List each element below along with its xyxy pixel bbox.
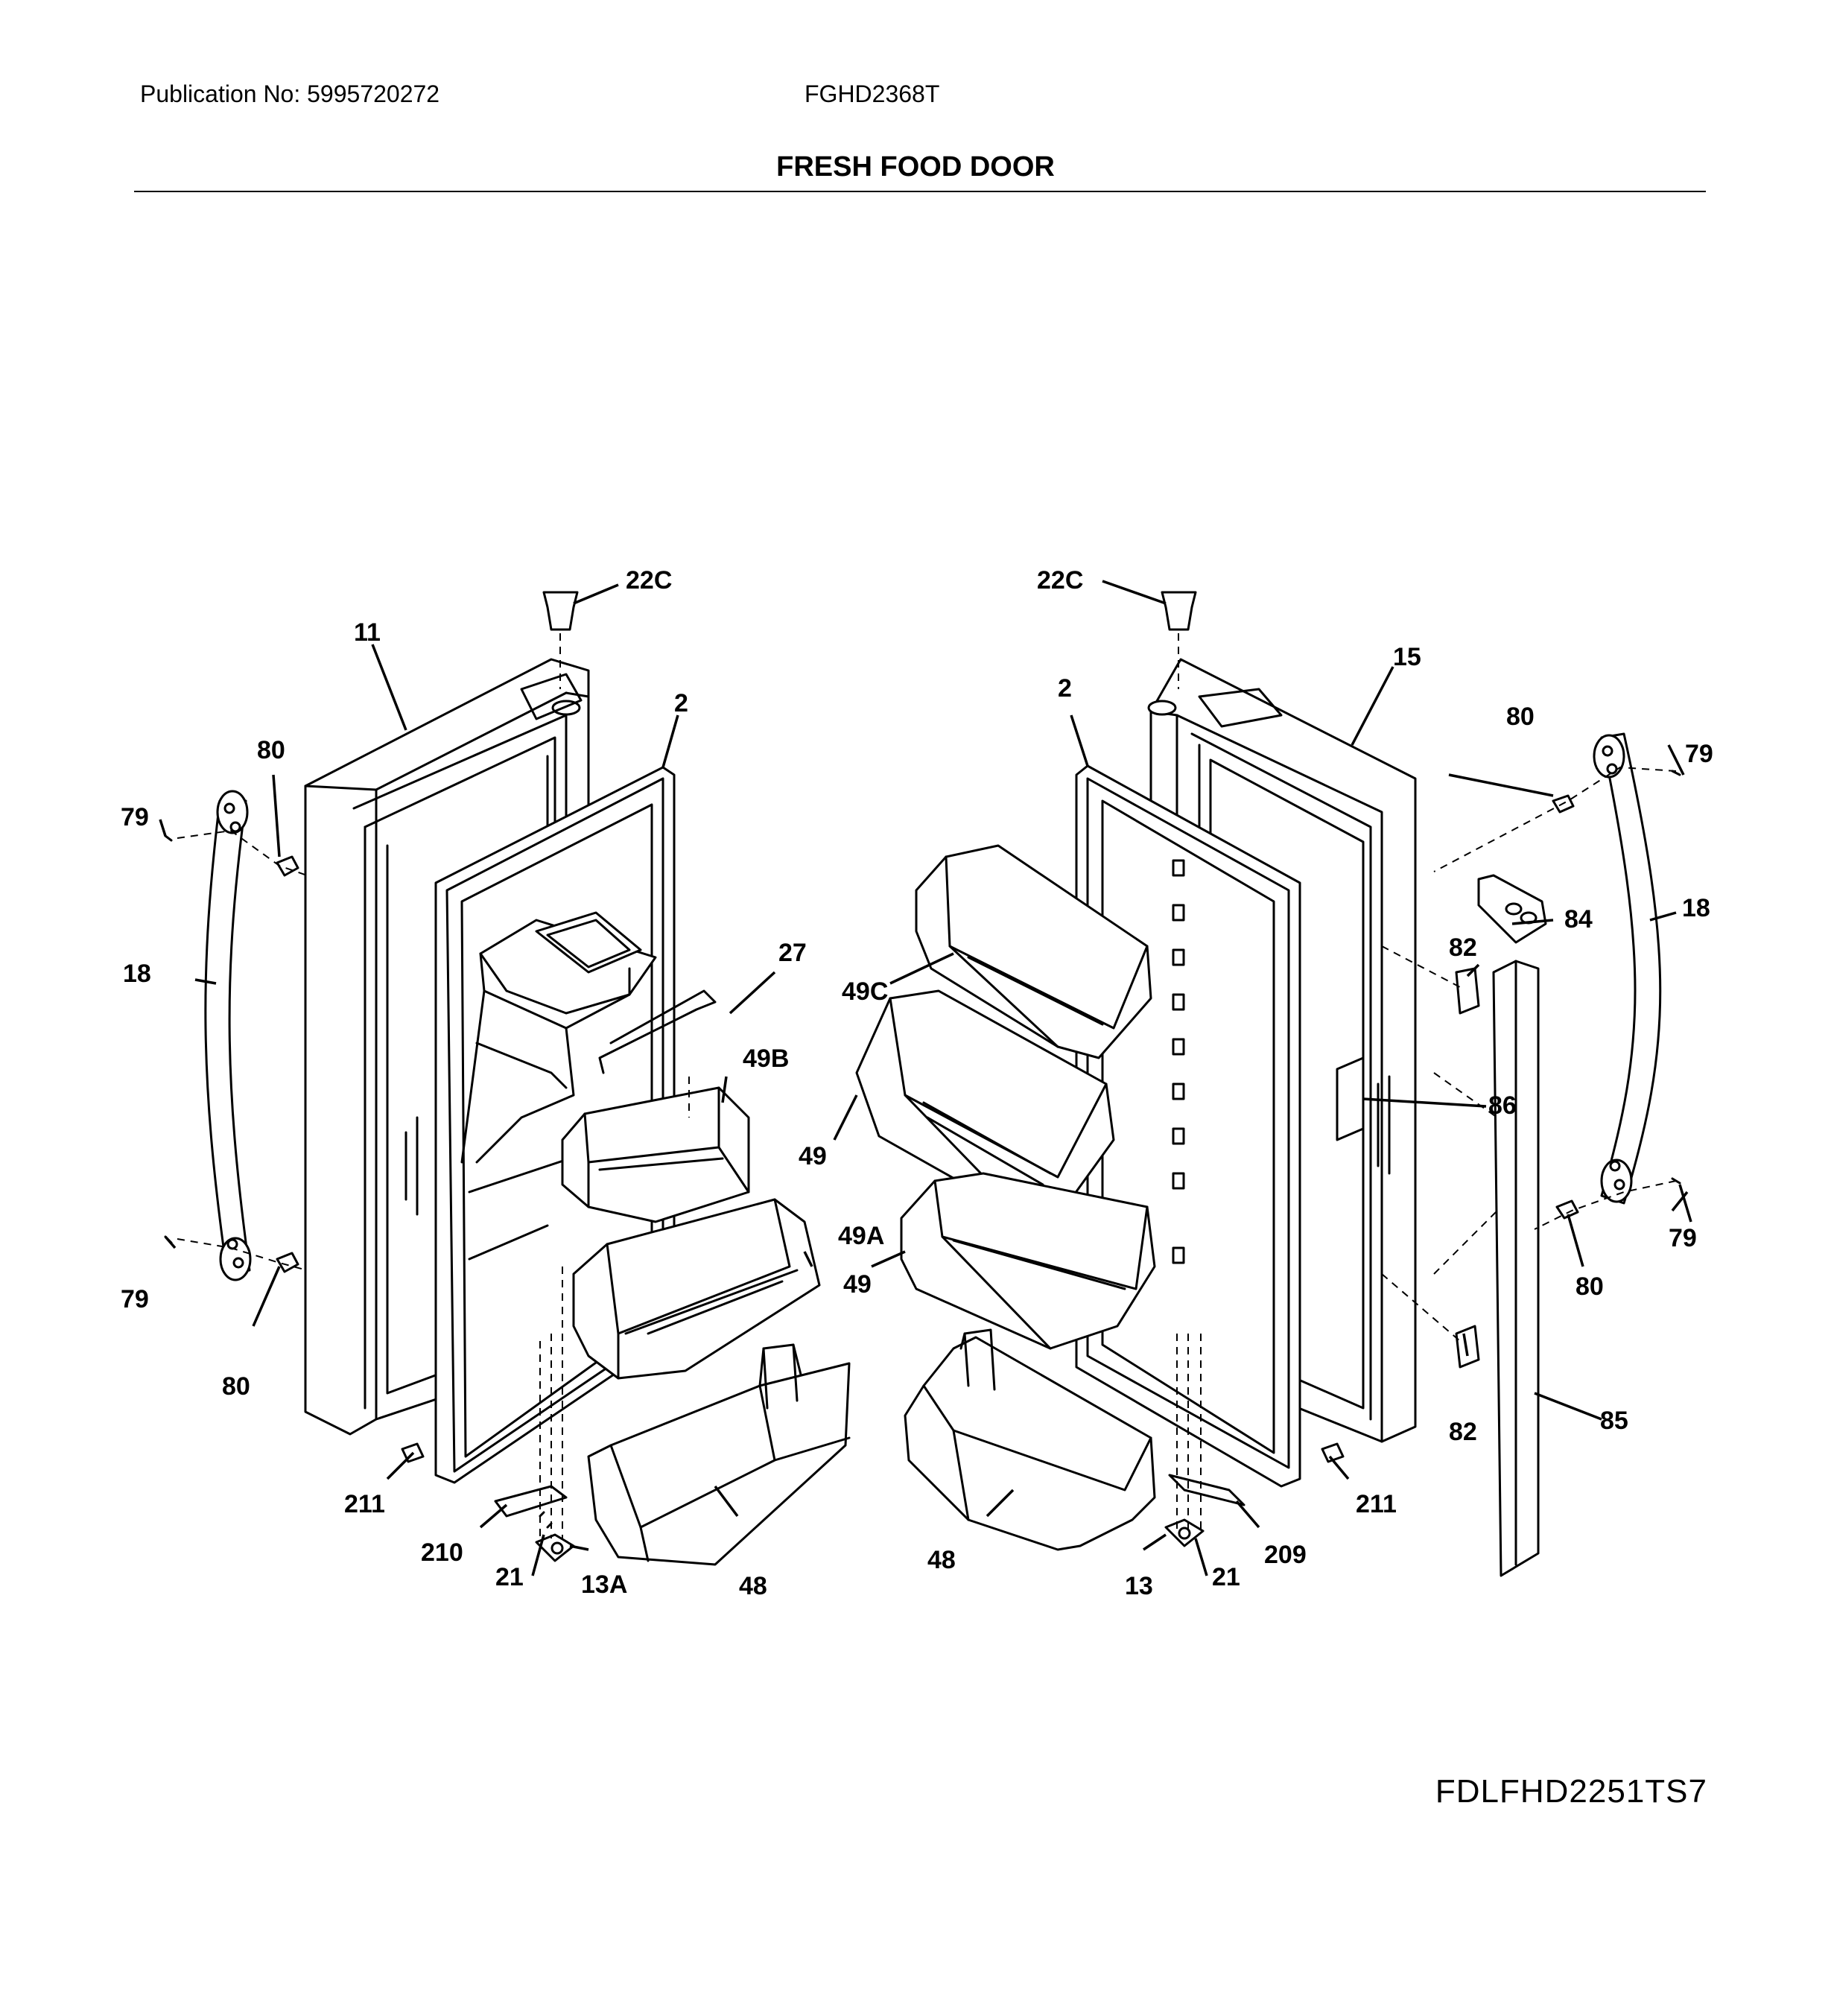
callout-22c-left: 22C	[626, 566, 672, 595]
door-bin-49b	[561, 1086, 750, 1223]
callout-49-upper: 49	[799, 1142, 827, 1170]
callout-79-top-right: 79	[1685, 740, 1713, 768]
publication-number: Publication No: 5995720272	[140, 80, 440, 107]
callout-48-left: 48	[739, 1572, 767, 1600]
callout-13a: 13A	[581, 1570, 627, 1599]
door-bin-49-upper	[855, 989, 1115, 1220]
callout-211-left: 211	[344, 1490, 385, 1518]
wire-27	[598, 989, 717, 1074]
guide-lines	[177, 633, 1677, 1538]
callout-82-top: 82	[1449, 933, 1477, 962]
callout-15: 15	[1393, 643, 1421, 671]
callout-79-bottom-right: 79	[1669, 1224, 1697, 1252]
clip-82-bottom	[1455, 1325, 1480, 1369]
callout-11: 11	[354, 618, 381, 647]
door-bin-49a	[572, 1198, 821, 1380]
title-divider	[134, 191, 1706, 192]
callout-2-right: 2	[1058, 674, 1072, 703]
control-86	[1336, 1056, 1365, 1141]
left-door-outer-panel	[304, 658, 590, 1436]
top-hinge-cap-right	[1161, 591, 1197, 631]
callout-2-left: 2	[674, 689, 688, 717]
door-bin-49c	[915, 844, 1152, 1059]
trim-strip-85	[1492, 960, 1540, 1577]
callout-18-left: 18	[123, 960, 151, 988]
callout-211-right: 211	[1356, 1490, 1397, 1518]
callout-80-top-left: 80	[257, 736, 285, 764]
callout-49a: 49A	[838, 1222, 884, 1250]
model-number: FGHD2368T	[805, 80, 940, 107]
callout-13: 13	[1125, 1572, 1153, 1600]
callout-49c: 49C	[842, 977, 888, 1006]
callout-27: 27	[778, 939, 807, 967]
figure-code: FDLFHD2251TS7	[1435, 1773, 1707, 1810]
callout-49-lower: 49	[843, 1270, 872, 1299]
callout-84: 84	[1564, 905, 1593, 933]
gallon-bin-48-left	[587, 1343, 851, 1566]
right-door-handle	[1593, 732, 1662, 1205]
leader-lines	[159, 580, 1692, 1576]
gallon-bin-48-right	[904, 1328, 1156, 1551]
callout-82-bottom: 82	[1449, 1418, 1477, 1446]
callout-80-bottom-left: 80	[222, 1372, 250, 1401]
bracket-84	[1477, 874, 1547, 944]
callout-210: 210	[421, 1538, 463, 1567]
callout-79-top-left: 79	[121, 803, 149, 831]
callout-85: 85	[1600, 1407, 1628, 1435]
callout-22c-right: 22C	[1037, 566, 1083, 595]
left-door-handle	[204, 790, 252, 1281]
callout-80-top-right: 80	[1506, 703, 1535, 731]
door-bin-49-lower	[900, 1172, 1156, 1350]
callout-18-right: 18	[1682, 894, 1710, 922]
callout-79-bottom-left: 79	[121, 1285, 149, 1313]
callout-49b: 49B	[743, 1045, 789, 1073]
callout-48-right: 48	[927, 1546, 956, 1574]
callout-21-right: 21	[1212, 1563, 1240, 1591]
top-hinge-cap-left	[542, 591, 579, 631]
callout-209: 209	[1264, 1541, 1307, 1569]
callout-21-left: 21	[495, 1563, 524, 1591]
clip-82-top	[1455, 967, 1480, 1015]
page-title: FRESH FOOD DOOR	[776, 151, 1055, 183]
callout-80-bottom-right: 80	[1575, 1272, 1604, 1301]
callout-86: 86	[1488, 1091, 1517, 1120]
